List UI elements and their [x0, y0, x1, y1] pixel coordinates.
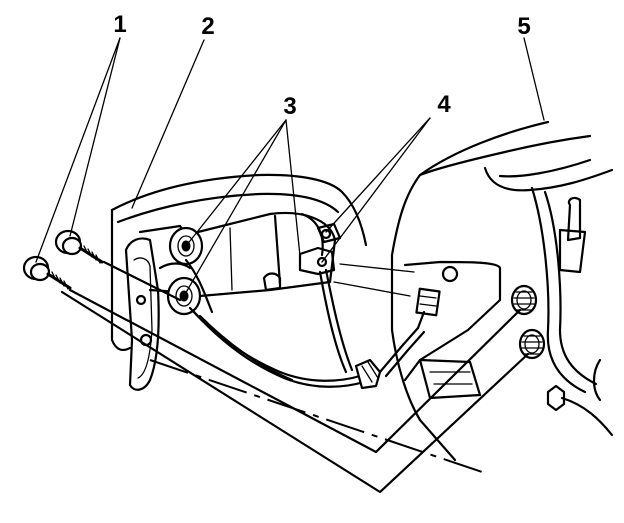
- callout-5: 5: [517, 13, 530, 40]
- bolt-upper: [54, 229, 104, 264]
- callout-4: 4: [437, 91, 451, 118]
- door-grommet-upper: [510, 284, 538, 316]
- callout-3: 3: [283, 93, 296, 120]
- callout-1: 1: [113, 11, 126, 38]
- mirror-assembly: [110, 173, 441, 391]
- assembly-guide-lines: [60, 260, 530, 494]
- bolt-lower: [22, 255, 72, 290]
- door-panel: [390, 120, 614, 462]
- door-grommet-lower: [518, 328, 546, 360]
- leader-lines: [35, 37, 545, 297]
- callout-2: 2: [201, 13, 214, 40]
